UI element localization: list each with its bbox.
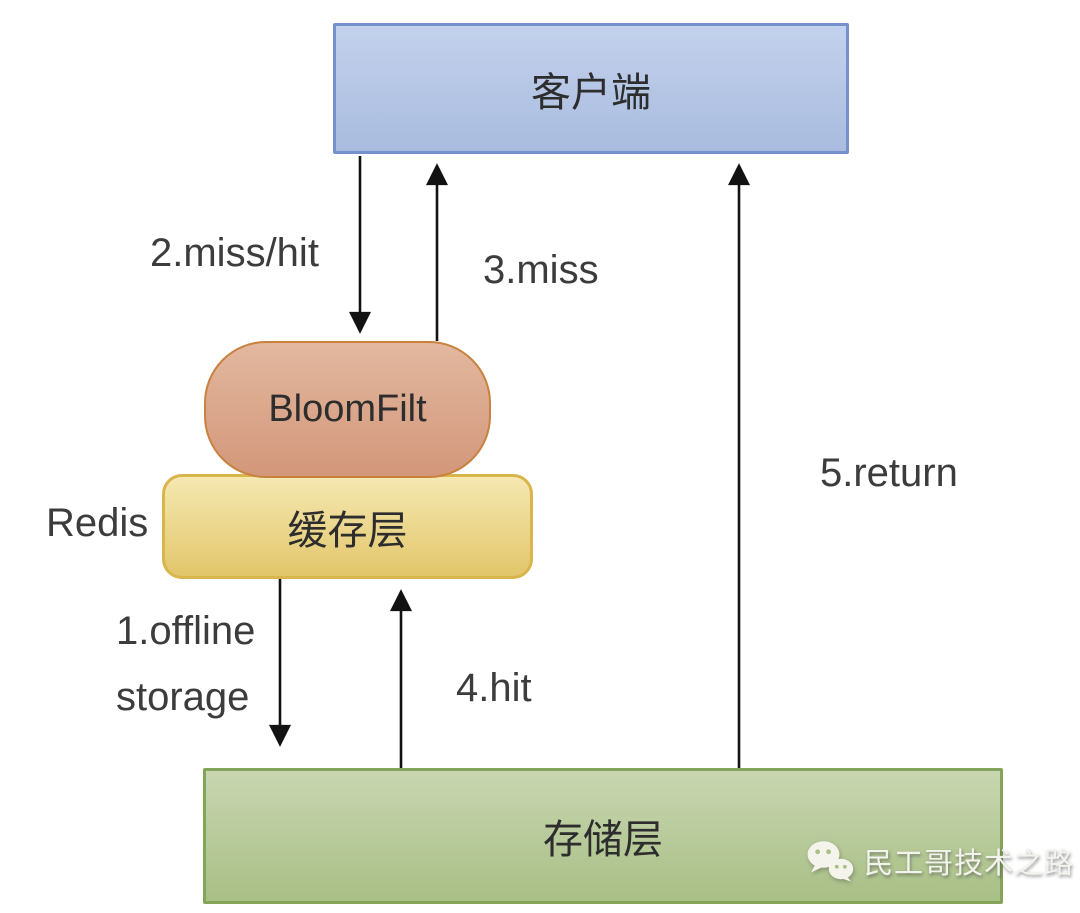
bloom-filter-label: BloomFilt xyxy=(268,388,427,430)
storage-layer-label: 存储层 xyxy=(543,818,663,862)
wechat-icon xyxy=(807,841,854,882)
client-box: 客户端 xyxy=(333,23,849,154)
edge-label-offline-line2: storage xyxy=(116,675,250,719)
edge-label-return: 5.return xyxy=(820,451,958,495)
edge-label-offline-storage: 1.offline storage xyxy=(116,598,255,730)
cache-layer-box: 缓存层 xyxy=(162,474,533,579)
edge-label-offline-line1: 1.offline xyxy=(116,609,256,653)
cache-layer-label: 缓存层 xyxy=(287,508,408,553)
bloom-filter-box: BloomFilt xyxy=(204,341,491,478)
edge-label-hit: 4.hit xyxy=(456,666,532,710)
watermark-text: 民工哥技术之路 xyxy=(864,848,1075,880)
client-label: 客户端 xyxy=(531,70,651,115)
watermark: 民工哥技术之路 xyxy=(806,840,1074,882)
storage-layer-box: 存储层 xyxy=(203,768,1003,904)
edge-label-miss: 3.miss xyxy=(483,248,599,292)
edge-label-miss-hit: 2.miss/hit xyxy=(150,231,319,275)
redis-label: Redis xyxy=(46,501,149,545)
